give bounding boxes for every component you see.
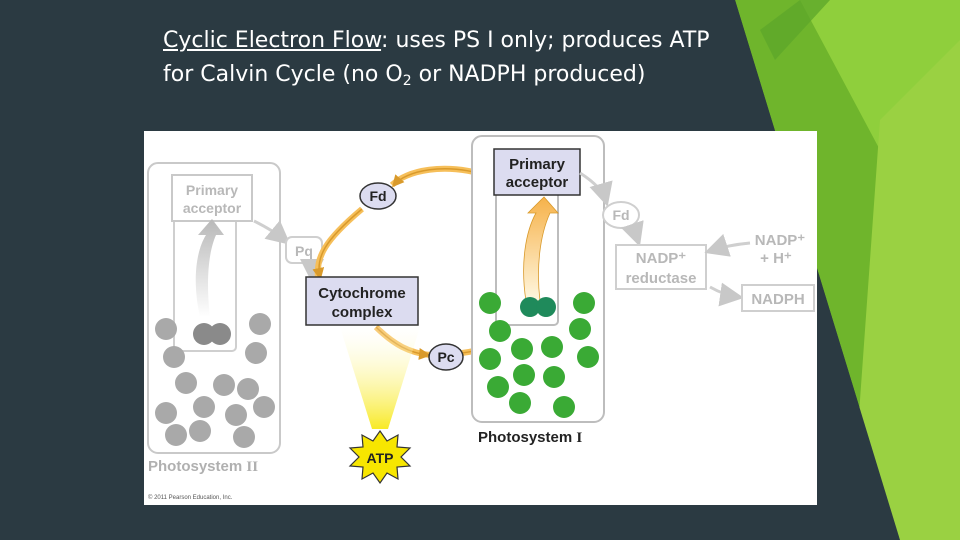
- ps2-pigment-cluster: [155, 313, 275, 448]
- cytochrome-label-line1: Cytochrome: [318, 285, 406, 302]
- ps1-primary-acceptor-line1: Primary: [509, 156, 566, 173]
- pc-carrier: [428, 343, 464, 371]
- pigment-molecule: [479, 348, 501, 370]
- fd-to-reductase-faded-arrow: [620, 220, 644, 247]
- ps2-reaction-center: [209, 323, 231, 345]
- nadp-substrate-line1: NADP⁺: [755, 232, 806, 249]
- pigment-molecule: [509, 392, 531, 414]
- cytochrome-complex-box: [305, 276, 419, 326]
- pigment-molecule: [569, 318, 591, 340]
- pigment-molecule: [163, 346, 185, 368]
- pigment-molecule: [511, 338, 533, 360]
- ps2-primary-acceptor-line2: acceptor: [183, 200, 242, 216]
- pq-label: Pq: [295, 243, 313, 259]
- nadp-substrate-line2: + H⁺: [760, 250, 792, 267]
- fd-carrier-label: Fd: [369, 188, 386, 204]
- pigment-molecule: [165, 424, 187, 446]
- title-line2-suffix: or NADPH produced): [411, 62, 646, 87]
- pigment-molecule: [487, 376, 509, 398]
- ps2-primary-acceptor-line1: Primary: [186, 182, 238, 198]
- noncyclic-path-faded: Fd NADP⁺ reductase NADP⁺ + H⁺ NADPH: [579, 171, 815, 312]
- ps1-reaction-center: [536, 297, 556, 317]
- cytochrome-label-line2: complex: [332, 304, 394, 321]
- title-line2-prefix: for Calvin Cycle (no O: [163, 62, 403, 87]
- title-subscript: 2: [402, 73, 412, 89]
- ps2-excitation-arrow: [195, 219, 224, 317]
- ps1-primary-acceptor-box: [493, 148, 581, 196]
- pigment-molecule: [577, 346, 599, 368]
- cyclic-electron-flow-diagram: Primary acceptor Photos: [147, 135, 815, 501]
- pigment-molecule: [233, 426, 255, 448]
- green-accent-shape: [850, 40, 960, 540]
- pigment-molecule: [513, 364, 535, 386]
- reductase-to-nadph-faded-arrow: [709, 282, 744, 307]
- pigment-molecule: [245, 342, 267, 364]
- pigment-molecule: [155, 318, 177, 340]
- fd-faded-label: Fd: [612, 207, 629, 223]
- ps2-reaction-center: [193, 323, 215, 345]
- pc-carrier-label: Pc: [437, 349, 454, 365]
- pigment-molecule: [553, 396, 575, 418]
- pigment-molecule: [213, 374, 235, 396]
- pigment-molecule: [175, 372, 197, 394]
- ps1-pigment-cluster: [479, 292, 599, 418]
- pigment-molecule: [479, 292, 501, 314]
- pigment-molecule: [193, 396, 215, 418]
- nadp-reductase-line2: reductase: [626, 270, 697, 287]
- photosystem-ii: Primary acceptor Photos: [147, 162, 324, 475]
- pigment-molecule: [253, 396, 275, 418]
- ps1-to-fd-faded-arrow: [579, 171, 613, 207]
- ps2-primary-acceptor-box: [171, 174, 253, 222]
- pigment-molecule: [189, 420, 211, 442]
- ps1-excitation-arrow: [523, 196, 559, 302]
- pigment-molecule: [541, 336, 563, 358]
- cyclic-arrow-fd-to-cytochrome: [314, 206, 364, 280]
- green-accent-shape: [760, 0, 830, 60]
- pigment-molecule: [543, 366, 565, 388]
- title-line1-rest: : uses PS I only; produces ATP: [381, 28, 710, 53]
- nadp-to-reductase-faded-arrow: [704, 233, 751, 257]
- nadp-reductase-line1: NADP⁺: [636, 250, 687, 267]
- pigment-molecule: [225, 404, 247, 426]
- pigment-molecule: [573, 292, 595, 314]
- ps2-label: Photosystem II: [148, 458, 258, 475]
- nadph-box: [741, 284, 815, 312]
- slide-title: Cyclic Electron Flow: uses PS I only; pr…: [163, 24, 863, 92]
- ps1-primary-acceptor-line2: acceptor: [506, 174, 569, 191]
- atp-label: ATP: [367, 450, 394, 466]
- fd-carrier: [359, 182, 397, 210]
- ps1-reaction-center: [520, 297, 540, 317]
- atp-starburst: [348, 429, 412, 485]
- pigment-molecule: [249, 313, 271, 335]
- ps2-to-pq-arrow: [253, 219, 291, 245]
- copyright-notice: © 2011 Pearson Education, Inc.: [148, 494, 233, 501]
- ps1-label: Photosystem I: [478, 429, 582, 446]
- nadph-label: NADPH: [751, 291, 804, 308]
- nadp-reductase-box: [615, 244, 707, 290]
- pigment-molecule: [155, 402, 177, 424]
- pigment-molecule: [489, 320, 511, 342]
- figure-panel: Primary acceptor Photos: [144, 131, 817, 505]
- atp-light-beam: [340, 327, 420, 429]
- title-emphasis: Cyclic Electron Flow: [163, 28, 382, 53]
- pigment-molecule: [237, 378, 259, 400]
- photosystem-i: Primary acceptor Photosystem I: [471, 135, 605, 446]
- cyclic-arrow-fd-to-cytochrome-outline: [312, 208, 363, 280]
